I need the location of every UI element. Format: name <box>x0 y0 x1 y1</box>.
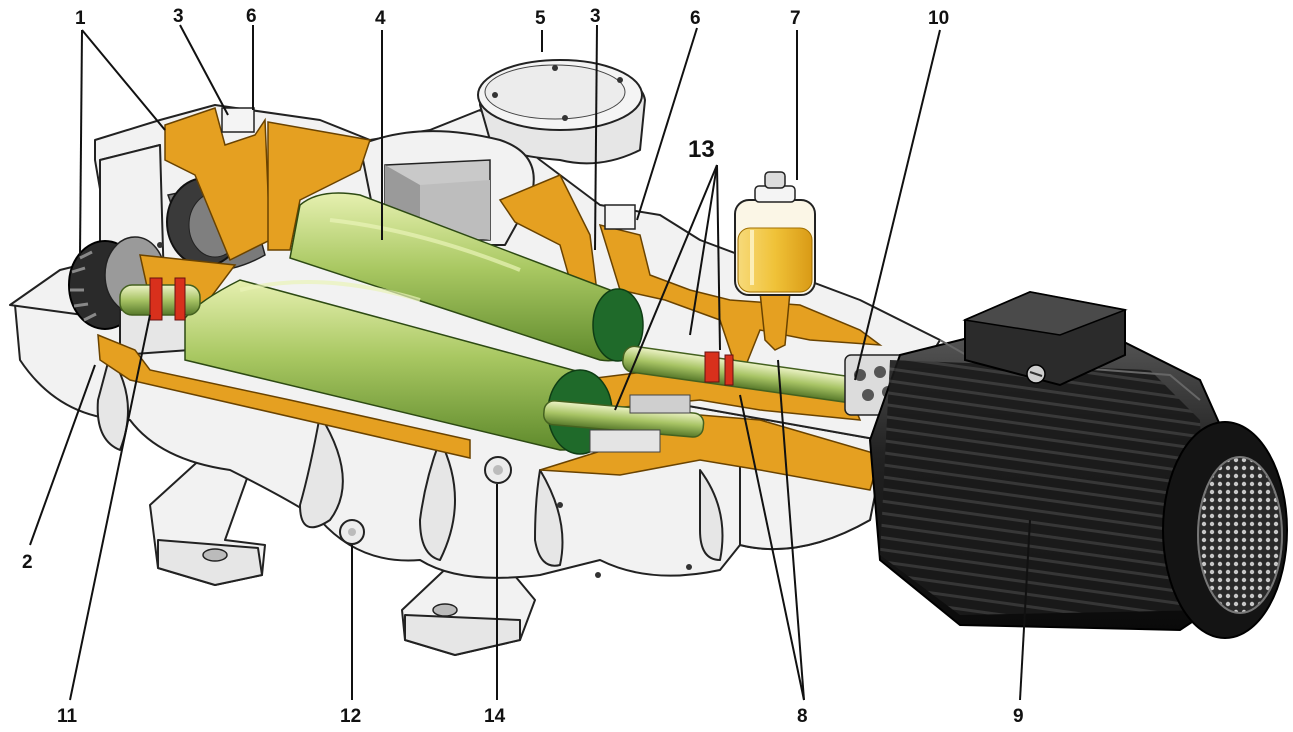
label-1: 1 <box>75 8 86 29</box>
label-11: 11 <box>57 706 78 727</box>
label-7: 7 <box>790 8 801 29</box>
label-3-right: 3 <box>590 6 601 27</box>
terminal-box <box>962 290 1128 387</box>
label-6-right: 6 <box>690 8 701 29</box>
shafts-and-seals <box>119 277 906 453</box>
support-feet <box>149 454 536 656</box>
label-12: 12 <box>340 706 361 727</box>
callout-labels: 1 3 6 4 5 3 6 7 10 13 2 11 12 14 8 9 <box>22 6 1024 727</box>
seal-right-upper <box>704 351 720 383</box>
label-4: 4 <box>375 8 386 29</box>
label-8: 8 <box>797 706 808 727</box>
drain-plugs <box>339 456 512 545</box>
label-3-left: 3 <box>173 6 184 27</box>
label-14: 14 <box>484 706 506 727</box>
seal-left <box>149 277 163 321</box>
electric-motor <box>868 290 1288 639</box>
leader-lines <box>29 24 1031 701</box>
label-10: 10 <box>928 8 949 29</box>
label-2: 2 <box>22 552 33 573</box>
label-13: 13 <box>688 136 715 163</box>
oil-reservoir <box>734 171 816 351</box>
label-5: 5 <box>535 8 546 29</box>
label-6-left: 6 <box>246 6 257 27</box>
label-9: 9 <box>1013 706 1024 727</box>
